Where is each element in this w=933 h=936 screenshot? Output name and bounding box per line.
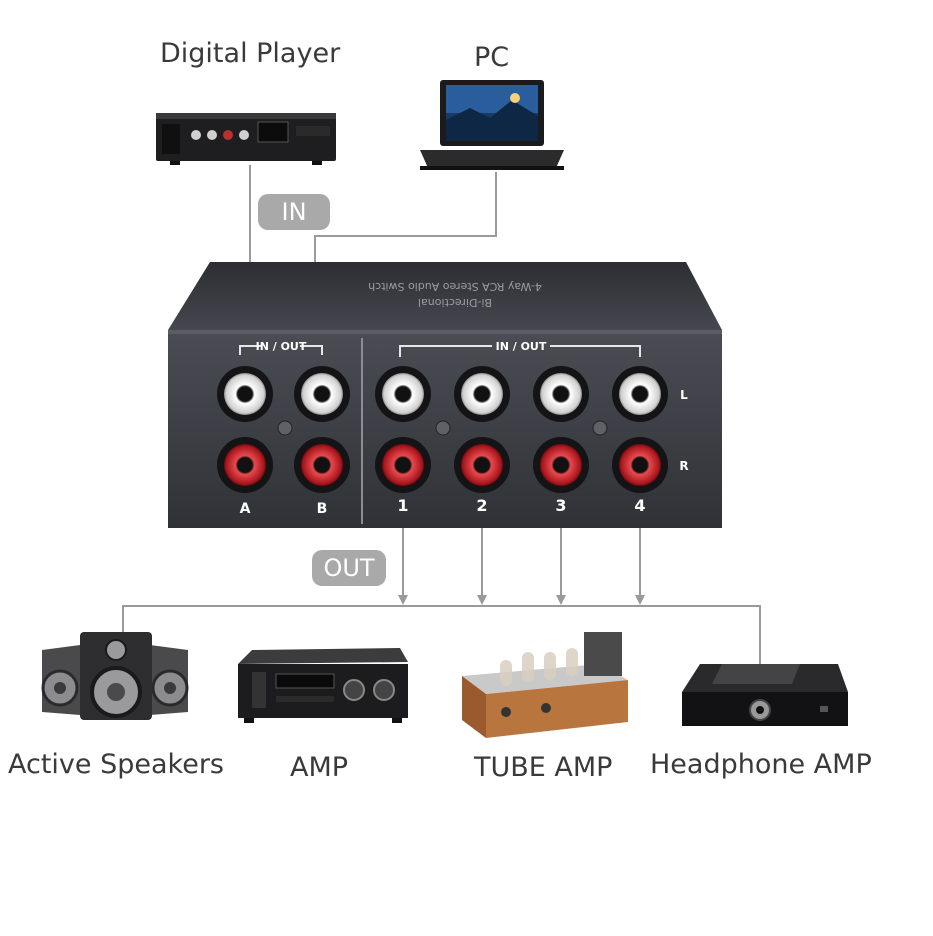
right-bracket-label: IN / OUT	[496, 340, 547, 353]
output-bus-line	[122, 605, 761, 680]
tube-amp-device	[462, 632, 628, 738]
out-flow-label: OUT	[312, 550, 386, 586]
left-bracket-label: IN / OUT	[256, 340, 307, 353]
port-label-3: 3	[555, 496, 566, 515]
panel-screws	[277, 420, 608, 436]
active-speakers-device	[41, 632, 189, 720]
switch-top-text-1: 4-Way RCA Stereo Audio Switch	[368, 280, 542, 293]
digital-player-label: Digital Player	[160, 38, 341, 69]
rca-jack-4-right	[619, 444, 661, 486]
rca-jack-b-left	[301, 373, 343, 415]
output-connectors	[122, 528, 761, 680]
rca-jack-b-right	[301, 444, 343, 486]
switch-top-text-2: Bi-Directional	[418, 296, 492, 309]
amp-label: AMP	[290, 752, 349, 783]
rca-jack-3-left	[540, 373, 582, 415]
port-label-4: 4	[634, 496, 645, 515]
audio-switch-device: 4-Way RCA Stereo Audio Switch Bi-Directi…	[168, 262, 722, 528]
rca-jacks-white	[217, 366, 668, 422]
rca-jack-1-right	[382, 444, 424, 486]
channel-label-left: L	[680, 388, 688, 402]
rca-jack-1-left	[382, 373, 424, 415]
rca-jack-2-left	[461, 373, 503, 415]
port-label-2: 2	[476, 496, 487, 515]
rca-jacks-red	[217, 437, 668, 493]
laptop-device	[420, 80, 564, 170]
rca-jack-a-left	[224, 373, 266, 415]
port-label-a: A	[240, 501, 251, 517]
amp-device	[238, 648, 408, 723]
headphone-amp-label: Headphone AMP	[650, 749, 872, 780]
channel-label-right: R	[679, 459, 688, 473]
rca-jack-2-right	[461, 444, 503, 486]
port-label-b: B	[317, 501, 328, 517]
headphone-amp-device	[682, 664, 848, 726]
in-flow-label: IN	[258, 194, 330, 230]
active-speakers-label: Active Speakers	[8, 749, 224, 780]
port-label-1: 1	[397, 496, 408, 515]
pc-label: PC	[474, 42, 510, 73]
tube-amp-label: TUBE AMP	[474, 752, 613, 783]
switch-top-panel	[168, 262, 722, 330]
rca-jack-a-right	[224, 444, 266, 486]
rca-jack-3-right	[540, 444, 582, 486]
rca-jack-4-left	[619, 373, 661, 415]
digital-player-device	[156, 113, 336, 165]
